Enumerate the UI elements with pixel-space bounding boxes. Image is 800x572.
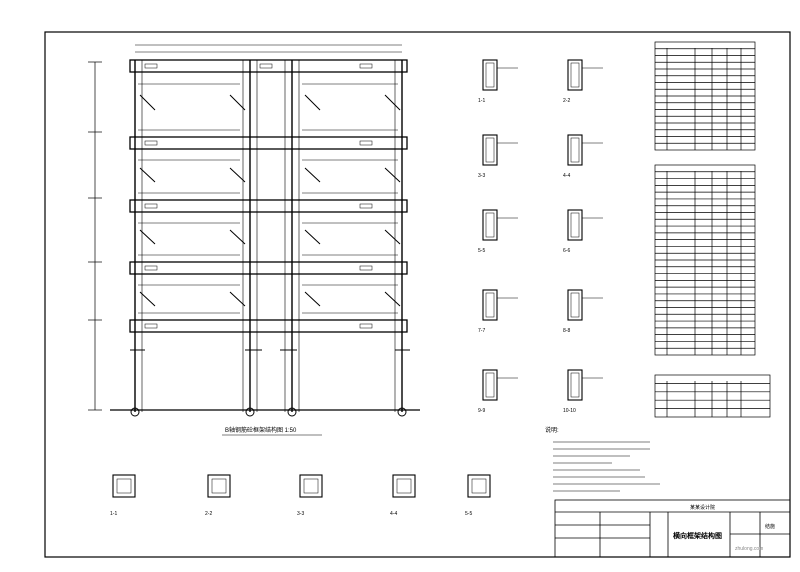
rebar-tables xyxy=(654,41,771,418)
notes-block: 说明: xyxy=(545,426,660,492)
section-label: 8-8 xyxy=(563,328,570,334)
bottom-section-b4: 4-4 xyxy=(390,474,416,517)
notes-title: 说明: xyxy=(545,426,559,434)
bottom-section-label: 2-2 xyxy=(205,511,212,517)
section-label: 4-4 xyxy=(563,173,570,179)
section-details: 1-1 2-2 3-3 4-4 5-5 6-6 7-7 8-8 9-9 10-10 xyxy=(478,59,603,414)
section-s8: 8-8 xyxy=(563,289,603,334)
elevation-title: B轴钢筋砼框架结构图 1:50 xyxy=(225,426,297,434)
section-s1: 1-1 xyxy=(478,59,518,104)
frame-elevation xyxy=(88,44,420,417)
section-s2: 2-2 xyxy=(563,59,603,104)
section-s4: 4-4 xyxy=(563,134,603,179)
bottom-section-label: 5-5 xyxy=(465,511,472,517)
section-label: 1-1 xyxy=(478,98,485,104)
section-label: 6-6 xyxy=(563,248,570,254)
section-s10: 10-10 xyxy=(563,369,603,414)
section-label: 5-5 xyxy=(478,248,485,254)
section-label: 3-3 xyxy=(478,173,485,179)
bottom-section-b2: 2-2 xyxy=(205,474,231,517)
section-label: 2-2 xyxy=(563,98,570,104)
bottom-section-b1: 1-1 xyxy=(110,474,136,517)
bottom-section-b3: 3-3 xyxy=(297,474,323,517)
section-label: 10-10 xyxy=(563,408,576,414)
section-label: 9-9 xyxy=(478,408,485,414)
title-drawing-name: 横向框架结构图 xyxy=(673,531,722,540)
section-s6: 6-6 xyxy=(563,209,603,254)
bottom-section-details: 1-1 2-2 3-3 4-4 5-5 xyxy=(110,474,491,517)
bottom-section-b5: 5-5 xyxy=(465,474,491,517)
title-project: 某某设计院 xyxy=(690,504,715,511)
title-sheet-no: 结施 xyxy=(765,523,775,530)
section-s9: 9-9 xyxy=(478,369,518,414)
title-footer: zhulong.com xyxy=(735,546,763,552)
section-s7: 7-7 xyxy=(478,289,518,334)
bottom-section-label: 1-1 xyxy=(110,511,117,517)
bottom-section-label: 4-4 xyxy=(390,511,397,517)
section-s3: 3-3 xyxy=(478,134,518,179)
sheet-border xyxy=(44,31,791,558)
title-block xyxy=(554,499,791,558)
section-label: 7-7 xyxy=(478,328,485,334)
bottom-section-label: 3-3 xyxy=(297,511,304,517)
section-s5: 5-5 xyxy=(478,209,518,254)
